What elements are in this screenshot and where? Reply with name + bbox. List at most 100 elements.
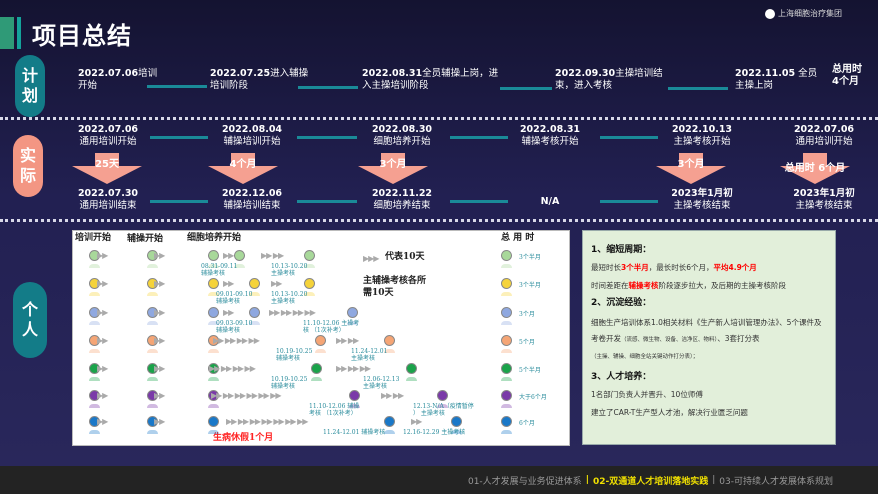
trainee-marker [89, 250, 100, 268]
total-duration: 3个月 [519, 311, 535, 318]
connector-line [600, 200, 658, 203]
plan-label: 计划 [15, 55, 45, 117]
nav-section-2-current[interactable]: 02-双通道人才培训落地实践 [592, 476, 709, 487]
total-duration: 6个月 [519, 420, 535, 427]
plan-milestone: 2022.11.05 全员主操上岗 [735, 68, 818, 91]
trainee-marker [384, 416, 395, 434]
summary-text: 时间差距在辅操考核阶段逐步拉大，及后期的主操考核阶段 [591, 281, 786, 290]
actual-label: 实际 [13, 135, 43, 197]
summary-heading: 1、缩短周期： [591, 245, 652, 255]
company-logo: 上海细胞治疗集团 [765, 8, 842, 19]
progress-arrows-icon: ▶▶ [223, 279, 234, 288]
trainee-marker [501, 390, 512, 408]
trainee-marker [501, 278, 512, 296]
progress-arrows-icon: ▶▶ [154, 251, 165, 260]
trainee-marker [249, 307, 260, 325]
trainee-marker [208, 390, 219, 408]
plan-milestone: 2022.09.30主操培训结束，进入考核 [555, 68, 663, 91]
total-duration: 3个半月 [519, 282, 541, 289]
progress-arrows-icon: ▶▶ ▶▶ ▶▶ ▶▶ ▶▶ ▶▶ ▶▶ [226, 417, 308, 426]
summary-text: 建立了CAR-T生产型人才池，解决行业匮乏问题 [591, 408, 748, 417]
progress-arrows-icon: ▶▶ [97, 364, 108, 373]
connector-line [450, 136, 508, 139]
trainee-marker [147, 390, 158, 408]
trainee-marker [89, 278, 100, 296]
trainee-marker [406, 363, 417, 381]
personal-label: 个人 [13, 282, 47, 358]
summary-text: 1名部门负责人并晋升、10位师傅 [591, 390, 703, 399]
logo-icon [765, 8, 775, 19]
nav-section-3[interactable]: 03-可持续人才发展体系规划 [719, 476, 833, 487]
trainee-marker [208, 278, 219, 296]
trainee-marker [311, 363, 322, 381]
progress-arrows-icon: ▶▶ ▶▶ ▶▶ ▶▶ [209, 364, 256, 373]
duration-arrow: 3个月 [358, 153, 428, 185]
trainee-marker [147, 416, 158, 434]
sick-leave-note: 生病休假1个月 [213, 433, 274, 443]
accent-bar [17, 17, 21, 49]
duration-arrow: 3个月 [656, 153, 726, 185]
trainee-marker [501, 307, 512, 325]
trainee-marker [147, 363, 158, 381]
personal-progress-chart: 培训开始 辅操开始 细胞培养开始 总 用 时 ▶▶▶ 代表10天 主辅操考核各所… [72, 230, 570, 446]
trainee-marker [347, 307, 358, 325]
divider [0, 219, 878, 222]
trainee-marker [89, 335, 100, 353]
progress-arrows-icon: ▶▶ ▶▶ [336, 336, 359, 345]
legend-arrow-icon: ▶▶▶ [363, 254, 380, 263]
footer-nav: 01-人才发展与业务促进体系 | 02-双通道人才培训落地实践 | 03-可持续… [0, 466, 878, 494]
progress-arrows-icon: ▶▶ [97, 251, 108, 260]
trainee-marker [208, 307, 219, 325]
trainee-marker [208, 416, 219, 434]
header-total: 总 用 时 [501, 233, 535, 243]
header-assist-start: 辅操开始 [127, 234, 164, 244]
summary-text: 最短时长3个半月，最长时长6个月，平均4.9个月 [591, 263, 757, 272]
connector-line [668, 87, 728, 90]
total-duration: 3个半月 [519, 254, 541, 261]
progress-arrows-icon: ▶▶ [154, 279, 165, 288]
progress-arrows-icon: ▶▶ [97, 391, 108, 400]
legend-text: 代表10天 [385, 252, 425, 262]
trainee-marker [304, 250, 315, 268]
progress-arrows-icon: ▶▶ ▶▶ ▶▶ ▶▶ ▶▶ ▶▶ [211, 391, 282, 400]
progress-arrows-icon: ▶▶ ▶▶ ▶▶ [336, 364, 371, 373]
progress-arrows-icon: ▶▶ [154, 364, 165, 373]
connector-line [150, 136, 208, 139]
divider [0, 117, 878, 120]
exam-annotation: 12.16-12.29 主操考核 [403, 429, 466, 436]
plan-milestone: 2022.07.25进入辅操培训阶段 [210, 68, 309, 91]
nav-section-1[interactable]: 01-人才发展与业务促进体系 [467, 476, 582, 487]
trainee-marker [89, 363, 100, 381]
summary-heading: 3、人才培养： [591, 372, 652, 382]
actual-end-milestone: 2023年1月初主操考核结束 [793, 188, 855, 211]
page-title: 项目总结 [32, 22, 132, 50]
trainee-marker [304, 278, 315, 296]
actual-end-milestone: 2023年1月初主操考核结束 [671, 188, 733, 211]
connector-line [298, 86, 358, 89]
legend-note: 需10天 [363, 288, 394, 298]
trainee-marker [147, 250, 158, 268]
progress-arrows-icon: ▶▶ [97, 279, 108, 288]
legend-note: 主辅操考核各所 [363, 276, 427, 286]
progress-arrows-icon: ▶▶ [154, 417, 165, 426]
trainee-marker [89, 390, 100, 408]
summary-box: 1、缩短周期： 最短时长3个半月，最长时长6个月，平均4.9个月 时间差距在辅操… [582, 230, 836, 445]
connector-line [150, 200, 208, 203]
progress-arrows-icon: ▶▶ [223, 251, 234, 260]
exam-annotation: 12.13-N/A（疫情暂停） 主操考核 [413, 403, 474, 417]
